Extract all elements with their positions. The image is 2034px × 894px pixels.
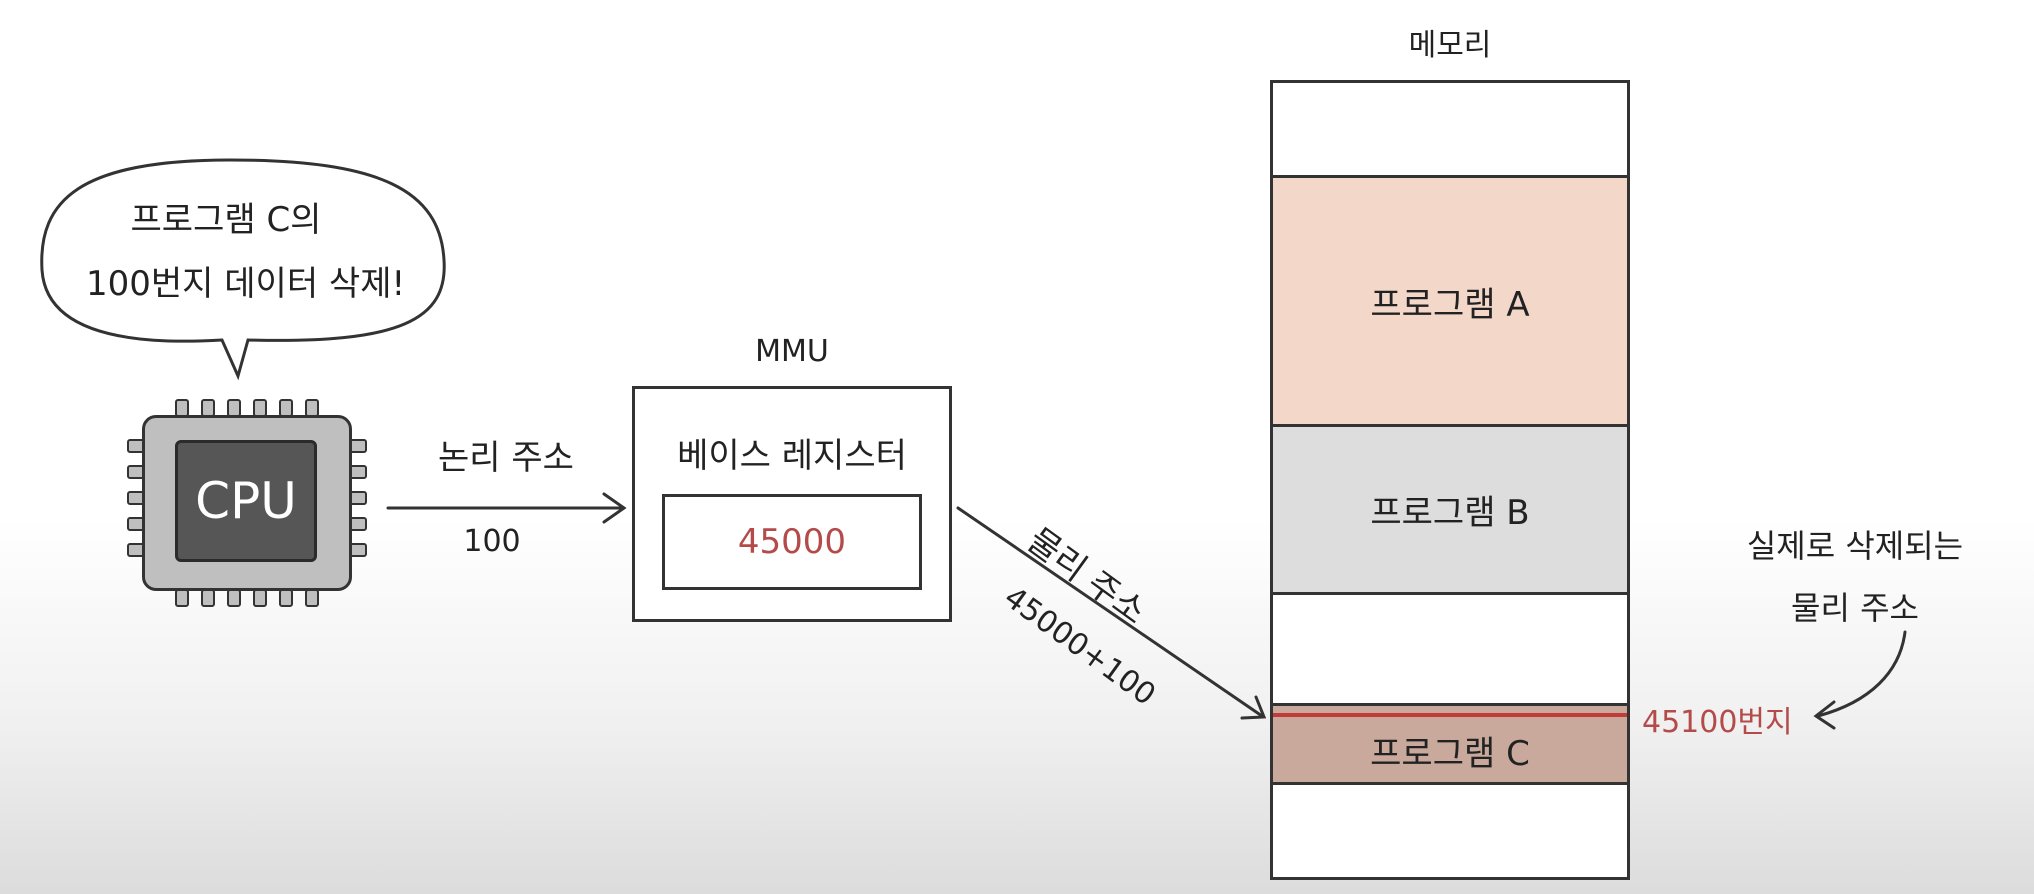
program-b-label: 프로그램 B xyxy=(1370,493,1530,533)
cpu-core: CPU xyxy=(175,440,317,562)
speech-bubble xyxy=(40,158,446,381)
physical-address-arrow xyxy=(956,506,1267,720)
note-pointer-arrow xyxy=(1813,630,1907,730)
memory-column: 프로그램 A 프로그램 B 프로그램 C xyxy=(1270,80,1630,880)
physical-address-45100-label: 45100번지 xyxy=(1642,705,1793,740)
deleted-address-note: 실제로 삭제되는 물리 주소 xyxy=(1695,515,2015,639)
program-a-label: 프로그램 A xyxy=(1370,284,1530,325)
base-register-value: 45000 xyxy=(737,522,847,562)
base-register-label: 베이스 레지스터 xyxy=(677,436,907,476)
logical-address-value: 100 xyxy=(463,524,521,559)
address-45100-line xyxy=(1273,713,1627,717)
speech-bubble-text: 프로그램 C의 100번지 데이터 삭제! xyxy=(86,188,406,316)
cpu-label: CPU xyxy=(195,472,297,530)
program-c-label: 프로그램 C xyxy=(1370,733,1530,774)
base-register-box: 45000 xyxy=(662,494,922,590)
memory-title: 메모리 xyxy=(1408,28,1492,63)
cpu-pins xyxy=(127,399,367,607)
mmu-title: MMU xyxy=(755,334,829,369)
logical-address-arrow xyxy=(386,492,627,524)
note-line-2: 물리 주소 xyxy=(1791,589,1919,627)
program-b-segment: 프로그램 B xyxy=(1273,427,1627,595)
speech-line-1: 프로그램 C의 xyxy=(130,200,322,240)
program-a-segment: 프로그램 A xyxy=(1273,175,1627,427)
logical-address-label: 논리 주소 xyxy=(438,438,574,478)
note-line-1: 실제로 삭제되는 xyxy=(1746,527,1964,565)
speech-line-2: 100번지 데이터 삭제! xyxy=(86,264,406,304)
